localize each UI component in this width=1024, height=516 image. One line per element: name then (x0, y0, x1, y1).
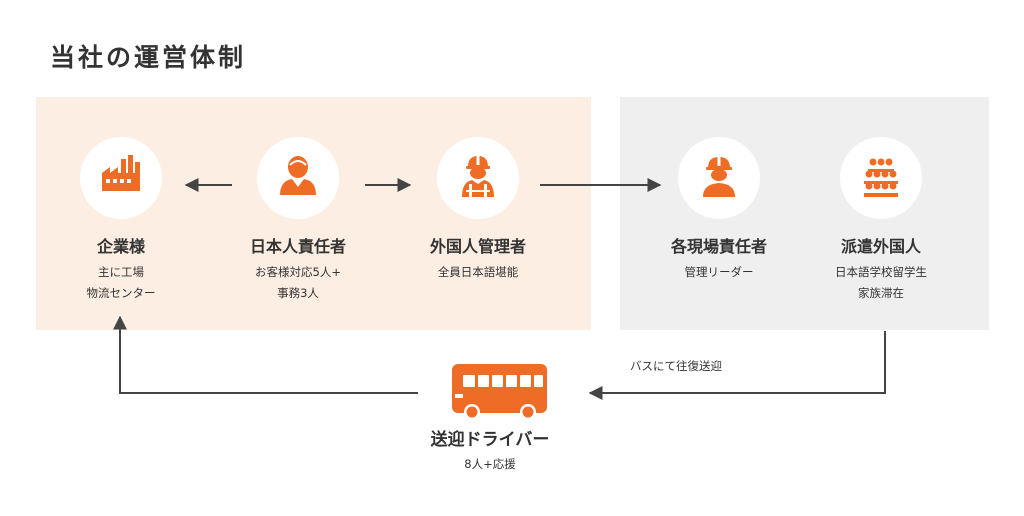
role-title-foreign-manager: 外国人管理者 (429, 237, 526, 256)
hardhat-icon (678, 137, 760, 219)
worker-vest-icon (437, 137, 519, 219)
driver-desc: 8人+応援 (464, 457, 516, 471)
role-desc-jp-manager: お客様対応5人+ 事務3人 (255, 265, 341, 300)
bus-shuttle-label: バスにて往復送迎 (630, 359, 722, 373)
factory-icon (80, 137, 162, 219)
role-title-jp-manager: 日本人責任者 (249, 237, 346, 256)
right-panel (620, 97, 989, 330)
group-icon (840, 137, 922, 219)
person-icon (257, 137, 339, 219)
page-title: 当社の運営体制 (50, 43, 247, 72)
role-desc-foreign-manager: 全員日本語堪能 (437, 265, 519, 279)
role-desc-site-leader: 管理リーダー (684, 265, 754, 279)
role-title-company: 企業様 (96, 237, 145, 256)
role-title-site-leader: 各現場責任者 (670, 237, 767, 256)
role-title-dispatched-foreigners: 派遣外国人 (840, 237, 921, 256)
role-desc-company: 主に工場 物流センター (86, 265, 156, 300)
role-desc-dispatched-foreigners: 日本語学校留学生 家族滞在 (835, 265, 927, 300)
driver-title: 送迎ドライバー (430, 430, 550, 450)
